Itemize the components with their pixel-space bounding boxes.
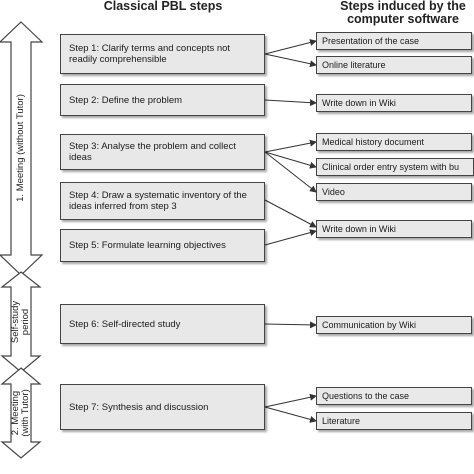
step-2-box: Step 2: Define the problem [60, 84, 265, 116]
connector-step6-wiki [264, 321, 317, 329]
connector-step3-order-entry [264, 151, 317, 169]
connector-step3-video [264, 151, 317, 193]
software-header-line1: Steps induced by the [340, 0, 466, 13]
connector-step7-questions [264, 393, 317, 408]
output-presentation-of-case: Presentation of the case [316, 32, 472, 50]
phase-3-label: 2. Meeting (with Tutor) [10, 389, 31, 437]
phase-2-label-line2: period [20, 308, 31, 336]
phase-1-label: 1. Meeting (without Tutor) [15, 94, 26, 202]
step-7-box: Step 7: Synthesis and discussion [60, 384, 265, 430]
connector-step1-presentation [264, 39, 317, 55]
connector-step1-literature [264, 53, 317, 68]
connector-step3-history [264, 139, 317, 153]
output-video: Video [316, 183, 472, 201]
output-clinical-order-entry: Clinical order entry system with bu [316, 158, 474, 176]
output-literature: Literature [316, 412, 472, 430]
connector-step5-wiki [264, 229, 317, 246]
output-online-literature: Online literature [316, 56, 472, 74]
connector-step7-literature [264, 406, 317, 423]
connector-step2-wiki [264, 99, 317, 107]
step-1-box: Step 1: Clarify terms and concepts not r… [60, 34, 265, 74]
classical-steps-header: Classical PBL steps [103, 0, 223, 13]
step-4-box: Step 4: Draw a systematic inventory of t… [60, 182, 265, 220]
output-medical-history-document: Medical history document [316, 133, 472, 151]
step-3-box: Step 3: Analyse the problem and collect … [60, 134, 265, 170]
step-6-box: Step 6: Self-directed study [60, 304, 265, 344]
software-steps-header: Steps induced by the computer software [318, 0, 474, 26]
output-questions-to-case: Questions to the case [316, 387, 472, 405]
output-write-down-in-wiki-2: Write down in Wiki [316, 220, 472, 238]
output-communication-by-wiki: Communication by Wiki [316, 316, 472, 334]
phase-2-label: Self-study period [10, 301, 31, 343]
phase-3-arrow [0, 367, 42, 459]
connector-step4-wiki [264, 199, 317, 228]
step-5-box: Step 5: Formulate learning objectives [60, 229, 265, 262]
software-header-line2: computer software [347, 12, 459, 26]
output-write-down-in-wiki: Write down in Wiki [316, 94, 472, 112]
phase-3-label-line2: (with Tutor) [20, 389, 31, 437]
